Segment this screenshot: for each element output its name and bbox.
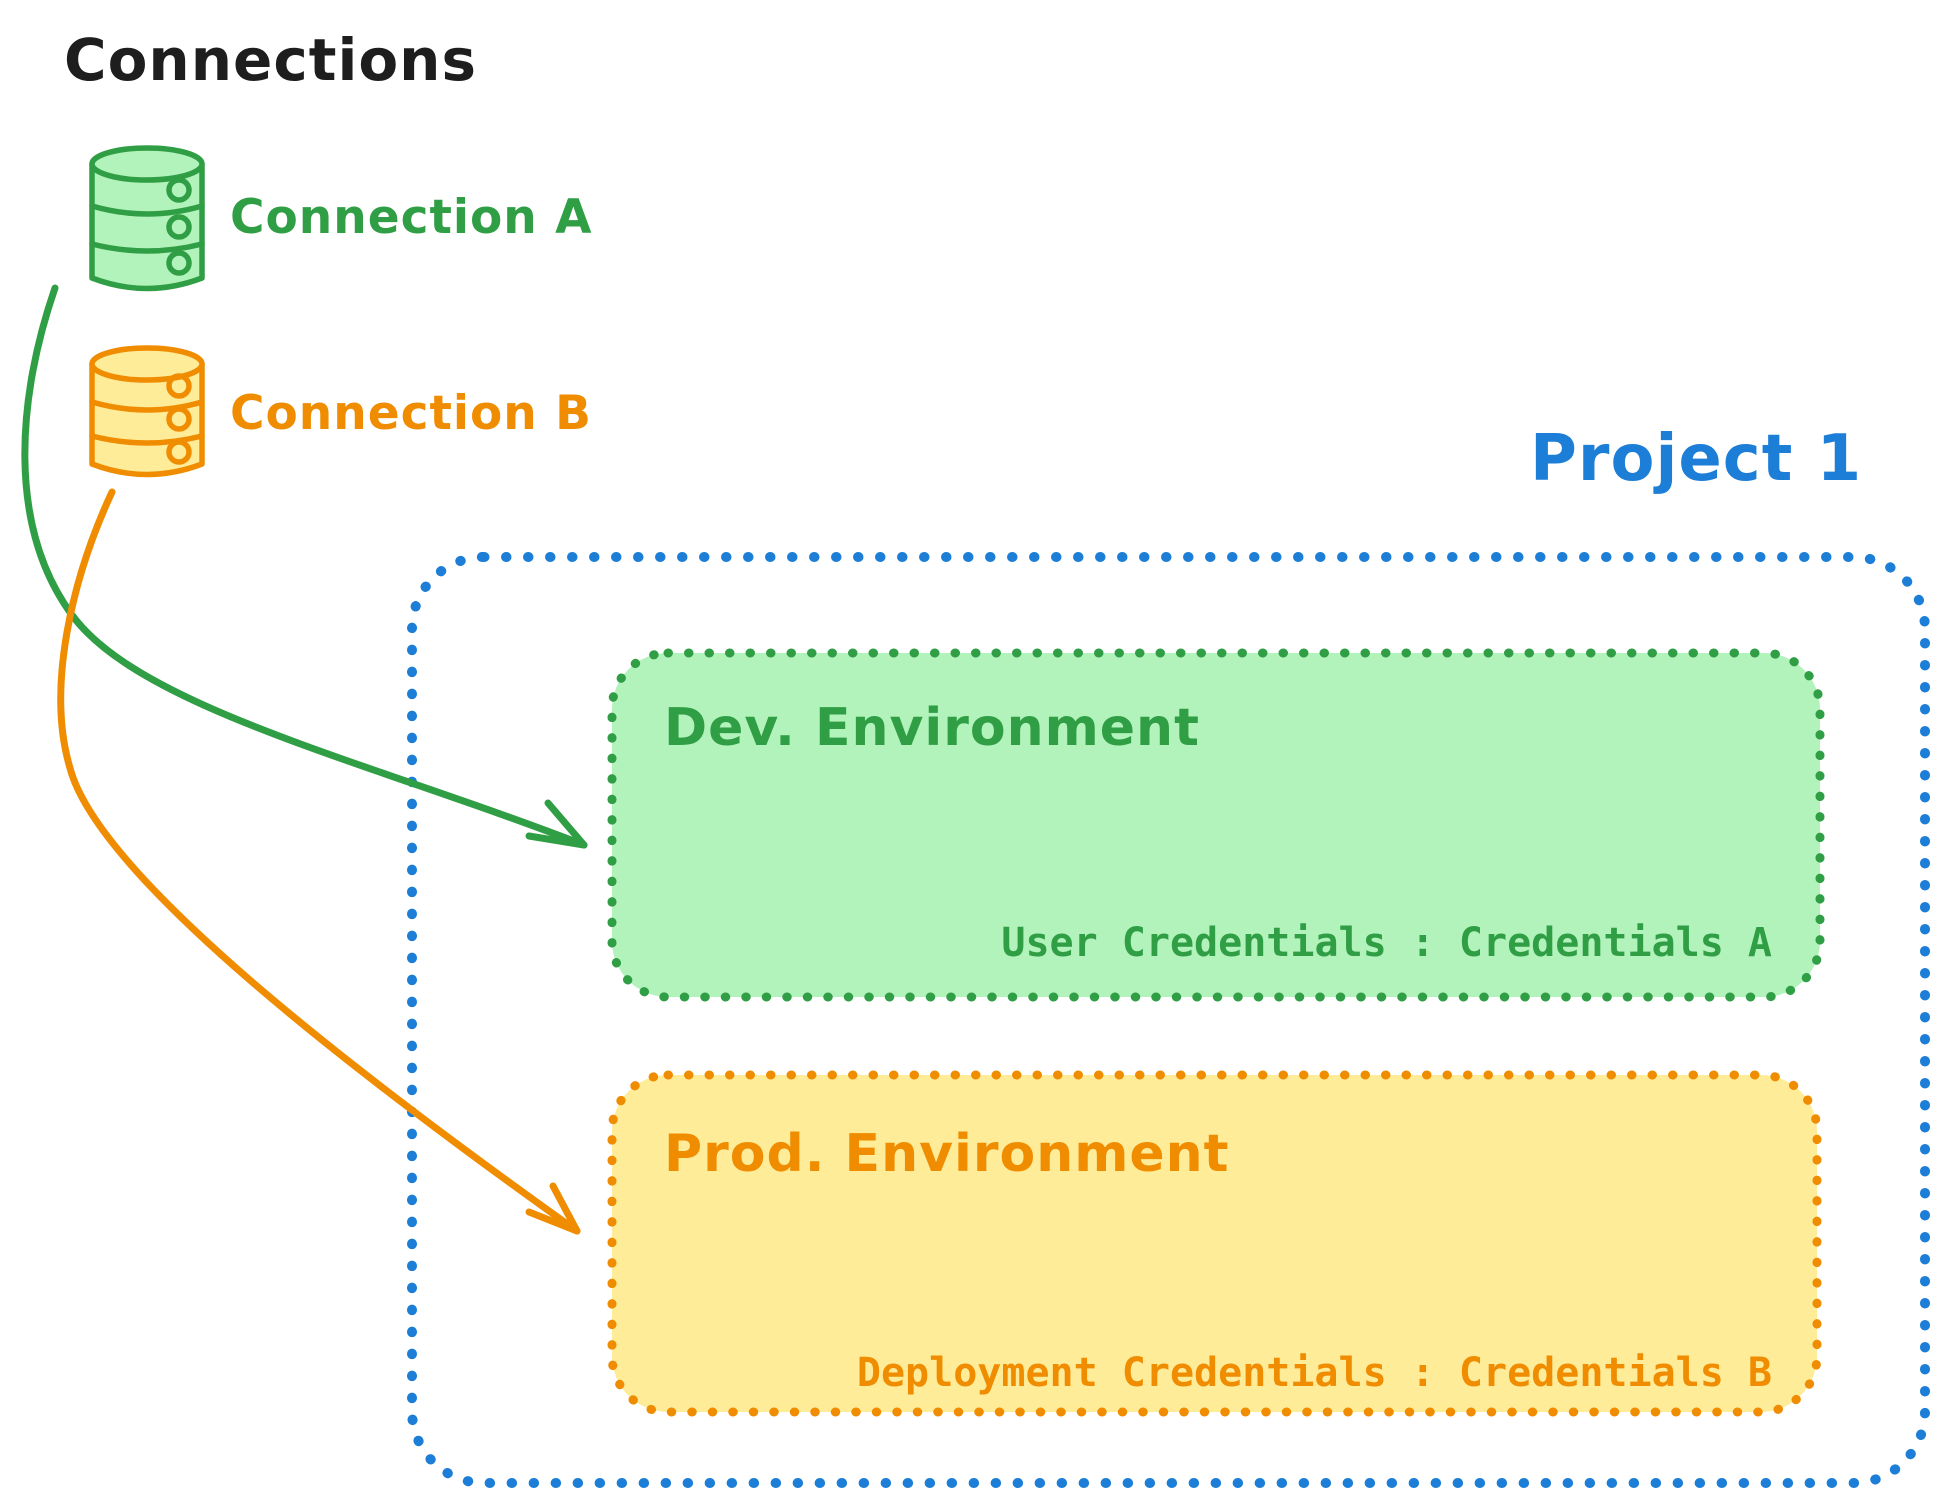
arrowhead-icon <box>525 832 588 849</box>
database-icon <box>89 145 205 292</box>
diagram-title: Connections <box>64 26 477 94</box>
database-dot <box>166 250 192 276</box>
database-body <box>89 161 205 292</box>
arrow-shaft <box>57 488 581 1235</box>
connection-a-label: Connection A <box>230 190 593 245</box>
database-dot <box>166 177 192 203</box>
connection-b-label: Connection B <box>230 386 592 441</box>
prod-credentials-text: Deployment Credentials : Credentials B <box>856 1350 1772 1396</box>
database-divider <box>89 399 205 413</box>
arrow-connection-b-to-prod <box>57 488 581 1235</box>
database-icon <box>89 345 205 478</box>
dev-credentials-text: User Credentials : Credentials A <box>1001 920 1772 966</box>
database-dot <box>166 439 192 465</box>
arrowhead-icon <box>549 1182 581 1235</box>
database-dot <box>166 406 192 432</box>
arrowhead-icon <box>525 1208 581 1235</box>
database-divider <box>89 433 205 446</box>
database-top <box>89 145 205 183</box>
database-top <box>89 345 205 383</box>
project-title: Project 1 <box>1530 422 1863 496</box>
database-dot <box>166 373 192 399</box>
prod-environment-box <box>607 1070 1822 1417</box>
prod-environment-title: Prod. Environment <box>664 1124 1230 1184</box>
dev-environment-box <box>607 648 1825 1002</box>
database-divider <box>89 241 205 254</box>
database-dot <box>166 214 192 240</box>
arrow-shaft <box>21 284 588 849</box>
project-box <box>407 552 1930 1488</box>
dev-environment-title: Dev. Environment <box>664 698 1200 758</box>
arrow-connection-a-to-dev <box>21 284 588 849</box>
arrowhead-icon <box>544 799 588 849</box>
database-divider <box>89 203 205 217</box>
